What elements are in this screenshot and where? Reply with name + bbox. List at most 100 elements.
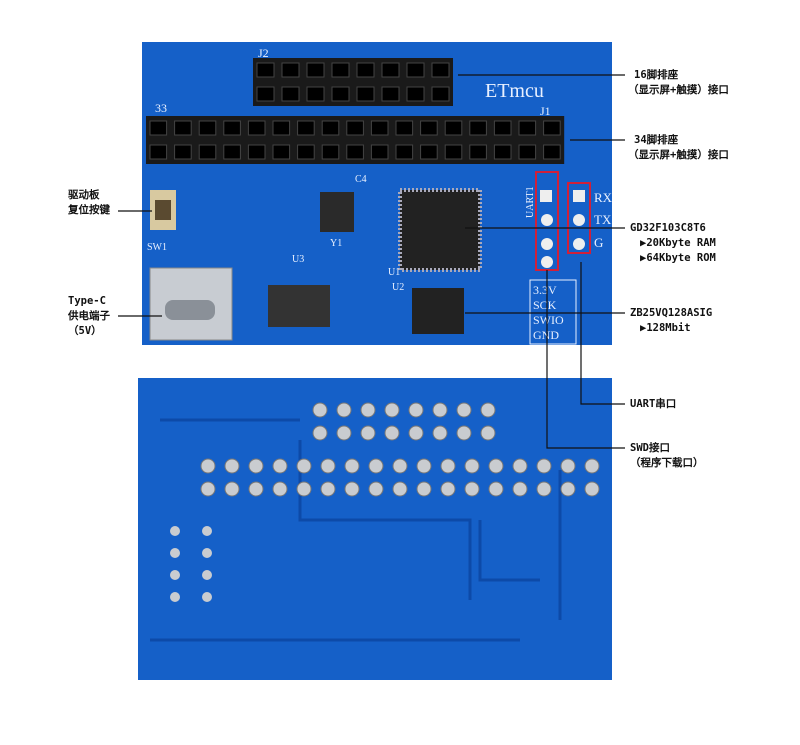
solder-pin: [202, 570, 212, 580]
header-socket: [198, 144, 217, 160]
solder-pin: [202, 548, 212, 558]
header-socket: [406, 86, 425, 102]
header-socket: [297, 120, 315, 136]
silk-brand: ETmcu: [485, 80, 544, 102]
callout-34pin-header: 34脚排座 （显示屏+触摸）接口: [628, 133, 729, 163]
flash-chip: [412, 288, 464, 334]
callout-line: 驱动板: [68, 189, 100, 201]
solder-pin: [336, 425, 352, 441]
header-socket: [331, 62, 350, 78]
header-socket: [281, 86, 300, 102]
solder-pin: [200, 458, 216, 474]
typec-port: [165, 300, 215, 320]
solder-pin: [392, 458, 408, 474]
callout-line: Type-C: [68, 295, 106, 307]
callout-line: （显示屏+触摸）接口: [628, 84, 729, 96]
silk-sw1: SW1: [147, 242, 167, 253]
swd-pad: [541, 256, 553, 268]
silk-swio: SWIO: [533, 313, 564, 327]
callout-line: ZB25VQ128ASIG: [630, 307, 713, 319]
silk-j1: J1: [540, 104, 551, 118]
header-socket: [395, 120, 414, 136]
callout-reset: 驱动板 复位按键: [68, 188, 110, 218]
solder-pin: [202, 526, 212, 536]
solder-pin: [584, 458, 600, 474]
solder-pin: [312, 425, 328, 441]
callout-typec: Type-C 供电端子 （5V）: [68, 294, 110, 339]
header-socket: [543, 144, 561, 160]
solder-pin: [368, 481, 384, 497]
solder-pin: [170, 526, 180, 536]
silk-3v3: 3.3V: [533, 283, 557, 297]
callout-lines: [118, 74, 625, 449]
header-socket: [370, 144, 389, 160]
solder-pin: [464, 458, 480, 474]
header-socket: [297, 144, 315, 160]
solder-pin: [272, 458, 288, 474]
header-socket: [356, 62, 375, 78]
callout-line: UART串口: [630, 398, 677, 410]
silk-j2: J2: [258, 46, 269, 60]
back-traces: [150, 418, 562, 642]
solder-pin: [456, 402, 472, 418]
solder-pin: [344, 481, 360, 497]
callout-line: GD32F103C8T6: [630, 222, 706, 234]
solder-pin: [384, 402, 400, 418]
header-socket: [431, 86, 450, 102]
callout-line: 复位按键: [68, 204, 110, 216]
solder-pin: [488, 458, 504, 474]
callout-line: ▶20Kbyte RAM: [640, 237, 716, 249]
solder-pin: [320, 458, 336, 474]
callout-line: ▶128Mbit: [640, 322, 691, 334]
silk-u2: U2: [392, 282, 404, 293]
silk-gnd: GND: [533, 328, 559, 342]
header-socket: [518, 144, 537, 160]
header-socket: [406, 62, 425, 78]
header-socket: [543, 120, 561, 136]
solder-pin: [408, 425, 424, 441]
solder-pin: [464, 481, 480, 497]
solder-pin: [170, 570, 180, 580]
header-socket: [149, 144, 168, 160]
solder-pin: [320, 481, 336, 497]
solder-pin: [336, 402, 352, 418]
silk-y1: Y1: [330, 238, 342, 249]
solder-pin: [272, 481, 288, 497]
solder-pin: [432, 402, 448, 418]
callout-swd: SWD接口 （程序下载口）: [630, 441, 704, 471]
header-socket: [247, 120, 266, 136]
header-socket: [223, 120, 241, 136]
header-socket: [149, 120, 168, 136]
header-socket: [174, 144, 192, 160]
header-socket: [493, 120, 512, 136]
header-socket: [444, 144, 463, 160]
solder-pin: [560, 458, 576, 474]
crystal: [320, 192, 354, 232]
header-socket: [331, 86, 350, 102]
header-socket: [420, 120, 438, 136]
solder-pin: [416, 481, 432, 497]
header-socket: [321, 144, 340, 160]
solder-pin: [512, 481, 528, 497]
header-socket: [381, 62, 400, 78]
silk-33: 33: [155, 101, 167, 115]
callout-line: 34脚排座: [634, 134, 679, 146]
solder-pin: [456, 425, 472, 441]
header-socket: [346, 144, 364, 160]
header-socket: [198, 120, 217, 136]
header-socket: [395, 144, 414, 160]
swd-label-box: [529, 279, 577, 345]
solder-pin: [536, 458, 552, 474]
header-socket: [256, 86, 275, 102]
solder-pin: [224, 458, 240, 474]
solder-pin: [392, 481, 408, 497]
solder-pin: [202, 592, 212, 602]
solder-pin: [360, 402, 376, 418]
callout-mcu: GD32F103C8T6 ▶20Kbyte RAM ▶64Kbyte ROM: [630, 221, 716, 266]
uart-pad: [573, 238, 585, 250]
uart-pad: [573, 214, 585, 226]
callout-uart: UART串口: [630, 397, 676, 412]
silk-u3: U3: [292, 254, 304, 265]
callout-flash: ZB25VQ128ASIG ▶128Mbit: [630, 306, 712, 336]
